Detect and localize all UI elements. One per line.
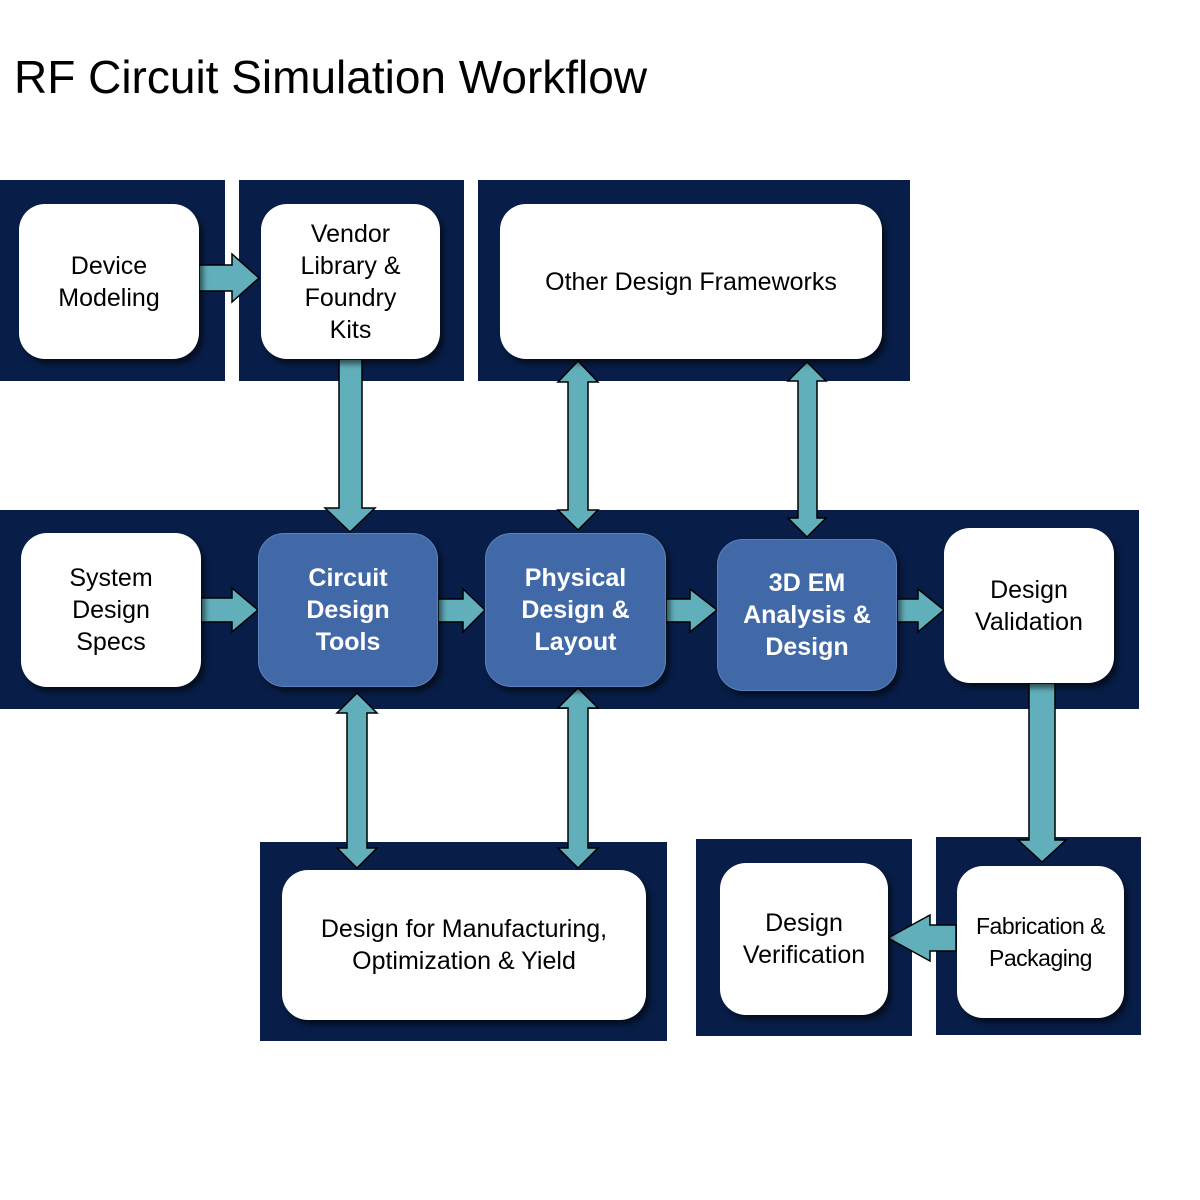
arrow-validation-to-fab (1016, 682, 1068, 864)
node-fabrication: Fabrication & Packaging (957, 866, 1124, 1018)
node-circuit-tools: Circuit Design Tools (258, 533, 438, 687)
node-em-analysis: 3D EM Analysis & Design (717, 539, 897, 691)
arrow-frameworks-physical (556, 359, 600, 532)
node-system-specs: System Design Specs (21, 533, 201, 687)
node-design-validation: Design Validation (944, 528, 1114, 683)
node-vendor-library: Vendor Library & Foundry Kits (261, 204, 440, 359)
node-device-modeling: Device Modeling (19, 204, 199, 359)
diagram-title: RF Circuit Simulation Workflow (14, 51, 648, 103)
arrow-physical-dfm (556, 686, 600, 870)
node-design-verification: Design Verification (720, 863, 888, 1015)
node-physical-design: Physical Design & Layout (485, 533, 666, 687)
node-dfm: Design for Manufacturing, Optimization &… (282, 870, 646, 1020)
arrow-vendor-to-circuit (323, 358, 377, 534)
node-other-frameworks: Other Design Frameworks (500, 204, 882, 359)
